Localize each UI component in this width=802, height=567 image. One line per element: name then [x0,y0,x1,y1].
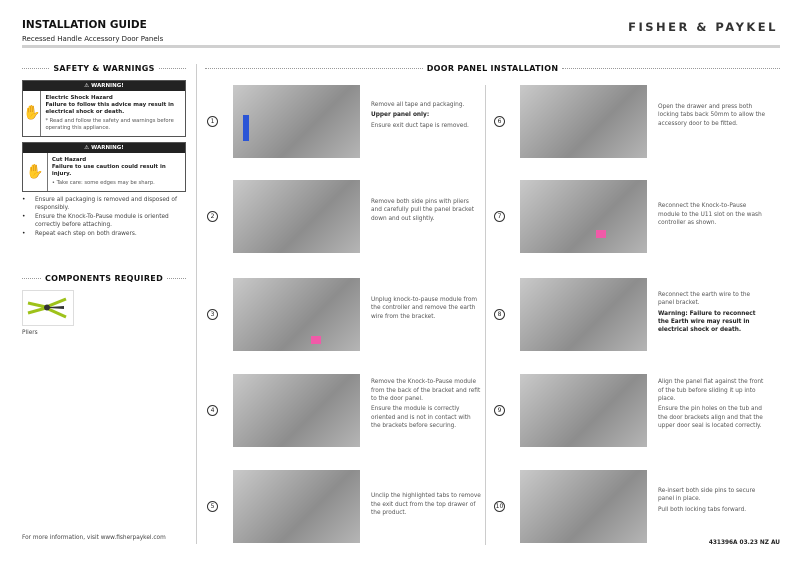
step-paragraph: Remove both side pins with pliers and ca… [371,199,475,222]
step-number: 9 [494,405,505,416]
warning-note: * Read and follow the safety and warning… [45,118,174,132]
step-image [233,374,360,447]
step-paragraph: Upper panel only: [371,112,430,119]
safety-bullets: Ensure all packaging is removed and disp… [22,196,192,238]
step-text: Reconnect the earth wire to the panel br… [658,291,768,337]
step-paragraph: Pull both locking tabs forward. [658,506,747,513]
warning-text: Failure to follow this advice may result… [45,102,174,116]
step-paragraph: Ensure exit duct tape is removed. [371,122,469,129]
step-paragraph: Reconnect the earth wire to the panel br… [658,291,751,307]
step-paragraph: Remove all tape and packaging. [371,102,465,108]
step-paragraph: Ensure the pin holes on the tub and the … [658,406,763,430]
step-paragraph: Ensure the module is correctly oriented … [371,406,471,430]
header-divider [22,45,780,48]
steps-divider [485,85,486,545]
step-image [520,374,647,447]
step-number: 3 [207,309,218,320]
step-number: 6 [494,116,505,127]
step-text: Unclip the highlighted tabs to remove th… [371,492,481,519]
step-number: 5 [207,501,218,512]
step-image [520,180,647,253]
bullet-item: Ensure the Knock-To-Pause module is orie… [22,213,192,230]
step-image [520,85,647,158]
step-text: Align the panel flat against the front o… [658,378,768,432]
warning-title: Cut Hazard [51,157,87,163]
step-paragraph: Open the drawer and press both locking t… [658,104,766,127]
brand-logo: FISHER & PAYKEL [628,20,778,34]
step-text: Remove the Knock-to-Pause module from th… [371,378,481,432]
step-image [520,470,647,543]
step-image [233,470,360,543]
cut-hand-icon: ✋ [23,153,48,192]
step-text: Reconnect the Knock-to-Pause module to t… [658,202,768,229]
step-text: Re-insert both side pins to secure panel… [658,487,768,516]
step-paragraph: Re-insert both side pins to secure panel… [658,488,756,503]
step-paragraph: Warning: Failure to reconnect the Earth … [658,310,756,334]
step-paragraph: Reconnect the Knock-to-Pause module to t… [658,203,762,227]
warning-note: • Take care: some edges may be sharp. [51,180,155,187]
document-code: 431396A 03.23 NZ AU [708,540,780,546]
pliers-icon [22,290,74,326]
footer-text: For more information, visit www.fisherpa… [22,535,166,541]
step-image [233,85,360,158]
step-paragraph: Unclip the highlighted tabs to remove th… [371,493,481,517]
step-number: 4 [207,405,218,416]
warning-banner: ⚠ WARNING! [23,81,185,91]
pliers-label: Pliers [22,330,38,336]
components-heading: COMPONENTS REQUIRED [22,274,186,283]
page-subtitle: Recessed Handle Accessory Door Panels [22,35,164,43]
step-paragraph: Unplug knock-to-pause module from the co… [371,297,478,320]
step-text: Remove both side pins with pliers and ca… [371,198,481,225]
step-text: Open the drawer and press both locking t… [658,103,768,130]
safety-heading: SAFETY & WARNINGS [22,64,187,73]
step-image [520,278,647,351]
warning-banner: ⚠ WARNING! [23,143,185,153]
step-number: 2 [207,211,218,222]
step-paragraph: Remove the Knock-to-Pause module from th… [371,379,481,403]
step-number: 10 [494,501,505,512]
step-text: Unplug knock-to-pause module from the co… [371,296,481,323]
step-image [233,180,360,253]
warning-text: Failure to use caution could result in i… [51,164,166,178]
installation-heading: DOOR PANEL INSTALLATION [205,64,781,73]
step-text: Remove all tape and packaging. Upper pane… [371,101,481,132]
bullet-item: Repeat each step on both drawers. [22,230,192,239]
step-image [233,278,360,351]
bullet-item: Ensure all packaging is removed and disp… [22,196,192,213]
electric-shock-hand-icon: ✋ [23,91,42,136]
column-divider [196,64,197,544]
step-number: 1 [207,116,218,127]
step-number: 8 [494,309,505,320]
warning-title: Electric Shock Hazard [45,95,113,101]
step-paragraph: Align the panel flat against the front o… [658,379,764,403]
step-number: 7 [494,211,505,222]
page-title: INSTALLATION GUIDE [22,19,147,31]
